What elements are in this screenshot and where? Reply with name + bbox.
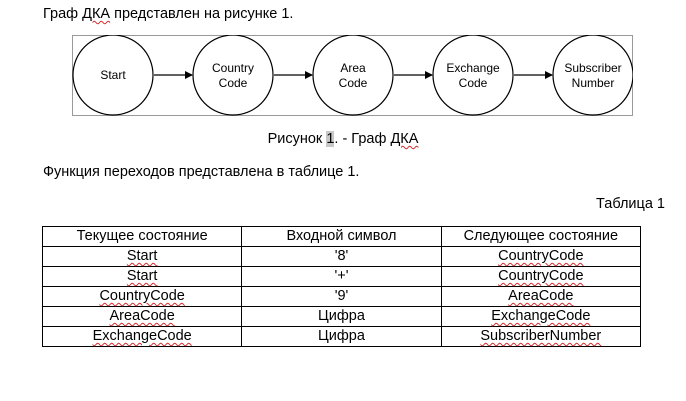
state-label-line1: Country <box>212 61 254 75</box>
intro-before: Граф <box>43 6 83 22</box>
cell-text: CountryCode <box>99 288 185 304</box>
figure-number: 1 <box>326 131 335 147</box>
cell-text: SubscriberNumber <box>480 328 602 344</box>
cell-input-symbol: Цифра <box>241 326 442 347</box>
header-input-symbol: Входной символ <box>241 226 442 247</box>
cell-current-state: ExchangeCode <box>41 326 243 347</box>
cell-current-state: CountryCode <box>41 286 243 307</box>
state-circle <box>552 35 633 116</box>
cell-input-symbol: '+' <box>241 266 442 287</box>
state-label-line1: Area <box>340 61 366 75</box>
cell-next-state: AreaCode <box>440 286 642 307</box>
figure-caption-prefix: Рисунок <box>267 131 327 147</box>
state-circle <box>432 35 514 116</box>
state-label-line1: Subscriber <box>564 61 621 75</box>
state-start[interactable]: Start <box>72 35 154 116</box>
intro-after: представлен на рисунке 1. <box>110 6 294 22</box>
state-label-line2: Code <box>459 76 488 90</box>
cell-text: ExchangeCode <box>491 308 591 324</box>
cell-text: CountryCode <box>498 268 584 284</box>
cell-text: AreaCode <box>508 288 574 304</box>
state-circle <box>192 35 274 116</box>
state-circle <box>312 35 394 116</box>
state-country-code[interactable]: Country Code <box>192 35 274 116</box>
cell-text: AreaCode <box>109 308 175 324</box>
state-label: Start <box>100 68 126 82</box>
cell-current-state: Start <box>41 246 243 267</box>
transition-table: Текущее состояние Входной символ Следующ… <box>41 226 642 347</box>
state-exchange-code[interactable]: Exchange Code <box>432 35 514 116</box>
table-row: Start '+' CountryCode <box>41 266 642 287</box>
intro-paragraph: Граф ДКА представлен на рисунке 1. <box>43 5 293 23</box>
state-label-line2: Code <box>339 76 368 90</box>
figure-caption-middle: . - Граф <box>334 131 391 147</box>
cell-text: ExchangeCode <box>92 328 192 344</box>
table-header-row: Текущее состояние Входной символ Следующ… <box>41 226 642 247</box>
table-caption: Таблица 1 <box>596 196 665 212</box>
table-row: ExchangeCode Цифра SubscriberNumber <box>41 326 642 347</box>
function-paragraph: Функция переходов представлена в таблице… <box>43 164 360 180</box>
cell-input-symbol: '8' <box>241 246 442 267</box>
state-circle <box>72 35 154 116</box>
cell-next-state: SubscriberNumber <box>440 326 642 347</box>
cell-text: Start <box>126 268 158 284</box>
cell-input-symbol: '9' <box>241 286 442 307</box>
state-label-line1: Exchange <box>446 61 500 75</box>
state-label-line2: Number <box>572 76 615 90</box>
table-row: AreaCode Цифра ExchangeCode <box>41 306 642 327</box>
cell-current-state: AreaCode <box>41 306 243 327</box>
cell-text: Start <box>126 248 158 264</box>
header-current-state: Текущее состояние <box>41 226 243 247</box>
state-area-code[interactable]: Area Code <box>312 35 394 116</box>
cell-input-symbol: Цифра <box>241 306 442 327</box>
table-row: CountryCode '9' AreaCode <box>41 286 642 307</box>
cell-next-state: CountryCode <box>440 246 642 267</box>
cell-next-state: ExchangeCode <box>440 306 642 327</box>
table-row: Start '8' CountryCode <box>41 246 642 267</box>
dfa-diagram[interactable]: Start Country Code Area Code Exchange Co… <box>72 35 633 116</box>
cell-text: CountryCode <box>498 248 584 264</box>
cell-current-state: Start <box>41 266 243 287</box>
cell-next-state: CountryCode <box>440 266 642 287</box>
header-next-state: Следующее состояние <box>440 226 642 247</box>
figure-caption: Рисунок 1. - Граф ДКА <box>0 130 686 148</box>
state-label-line2: Code <box>219 76 248 90</box>
figure-caption-term: ДКА <box>390 131 419 147</box>
intro-term: ДКА <box>82 6 111 22</box>
state-subscriber-number[interactable]: Subscriber Number <box>552 35 633 116</box>
